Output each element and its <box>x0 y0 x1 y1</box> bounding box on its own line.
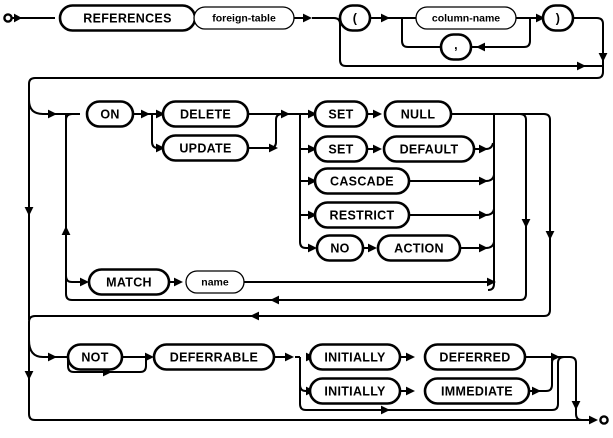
on-match-choice-bar <box>65 114 89 287</box>
link-not-deferrable <box>122 352 154 362</box>
deferrable-entry <box>28 339 68 362</box>
link-foreigntable-split <box>294 13 312 23</box>
terminal-restrict[interactable]: RESTRICT <box>313 201 411 229</box>
terminal-initially-immediate-initially-label: INITIALLY <box>324 384 386 398</box>
terminal-initially-deferred-initially-label: INITIALLY <box>324 350 386 364</box>
nonterminal-name-label: name <box>201 276 229 288</box>
nonterminal-name[interactable]: name <box>185 270 245 294</box>
terminal-lparen-label: ( <box>353 11 358 25</box>
initially-merge-bar <box>492 352 565 411</box>
terminal-immediate-label: IMMEDIATE <box>441 384 513 398</box>
terminal-delete-label: DELETE <box>180 107 231 121</box>
terminal-cascade[interactable]: CASCADE <box>313 167 411 195</box>
terminal-references[interactable]: REFERENCES <box>58 4 197 32</box>
link-name-merge <box>244 277 496 287</box>
terminal-null[interactable]: NULL <box>383 100 453 128</box>
link-lparen-columnname <box>370 13 416 23</box>
terminal-on-label: ON <box>100 107 119 121</box>
deferrable-optional-bypass <box>24 340 577 421</box>
terminal-comma[interactable]: , <box>439 33 473 61</box>
terminal-set-default-set-label: SET <box>328 142 353 156</box>
link-set-null <box>367 109 382 119</box>
terminal-deferrable[interactable]: DEFERRABLE <box>152 343 276 371</box>
columnname-loop-left <box>401 18 440 48</box>
terminal-delete[interactable]: DELETE <box>161 100 250 128</box>
nonterminal-foreign-table-label: foreign-table <box>212 12 276 24</box>
terminal-cascade-label: CASCADE <box>330 174 394 188</box>
terminal-update[interactable]: UPDATE <box>161 134 250 162</box>
terminal-set-null-set[interactable]: SET <box>313 100 369 128</box>
oncluase-optional-bypass <box>24 100 34 320</box>
action-choice-bar <box>299 109 317 253</box>
terminal-references-label: REFERENCES <box>83 11 171 25</box>
terminal-match-label: MATCH <box>106 275 152 289</box>
on-match-repeat-loop <box>61 113 531 305</box>
link-set-default <box>367 144 382 154</box>
row1-to-row2-rail <box>28 17 608 100</box>
terminal-default-label: DEFAULT <box>400 142 459 156</box>
terminal-set-default-set[interactable]: SET <box>313 135 369 163</box>
action-merge-bar <box>409 113 495 291</box>
terminal-action[interactable]: ACTION <box>376 234 462 262</box>
terminal-no[interactable]: NO <box>315 234 365 262</box>
deferrable-block-exit <box>556 356 598 425</box>
terminal-match[interactable]: MATCH <box>87 268 171 296</box>
terminal-comma-label: , <box>454 38 458 52</box>
terminal-deferrable-label: DEFERRABLE <box>170 350 258 364</box>
terminal-rparen-label: ) <box>556 11 560 25</box>
terminal-set-null-set-label: SET <box>328 107 353 121</box>
start-marker <box>3 13 55 23</box>
onmatch-block-exit <box>28 113 555 340</box>
link-columnname-rparen <box>524 13 545 23</box>
link-on-choice <box>133 109 165 153</box>
on-match-entry <box>28 99 80 119</box>
terminal-update-label: UPDATE <box>179 141 231 155</box>
end-marker <box>599 415 609 425</box>
nonterminal-column-name[interactable]: column-name <box>415 6 517 30</box>
terminal-lparen[interactable]: ( <box>338 4 372 32</box>
merge-delete-update <box>248 109 300 153</box>
terminal-deferred-label: DEFERRED <box>439 350 510 364</box>
columnname-loop-right <box>471 17 531 52</box>
terminal-on[interactable]: ON <box>85 100 135 128</box>
link-no-action <box>363 243 377 253</box>
terminal-null-label: NULL <box>401 107 436 121</box>
link-match-name <box>169 277 183 287</box>
terminal-initially-deferred-initially[interactable]: INITIALLY <box>308 343 402 371</box>
nonterminal-column-name-label: column-name <box>432 12 500 24</box>
terminal-rparen[interactable]: ) <box>541 4 575 32</box>
terminal-action-label: ACTION <box>394 241 444 255</box>
link-initially-immediate <box>400 386 415 396</box>
terminal-immediate[interactable]: IMMEDIATE <box>423 377 531 405</box>
terminal-deferred[interactable]: DEFERRED <box>423 343 527 371</box>
terminal-initially-immediate-initially[interactable]: INITIALLY <box>308 377 402 405</box>
terminal-no-label: NO <box>330 241 349 255</box>
terminal-not-label: NOT <box>81 350 108 364</box>
terminal-restrict-label: RESTRICT <box>330 208 395 222</box>
link-initially-deferred <box>400 352 415 362</box>
terminal-not[interactable]: NOT <box>66 343 124 371</box>
nonterminal-foreign-table[interactable]: foreign-table <box>193 6 295 30</box>
terminal-default[interactable]: DEFAULT <box>382 135 476 163</box>
